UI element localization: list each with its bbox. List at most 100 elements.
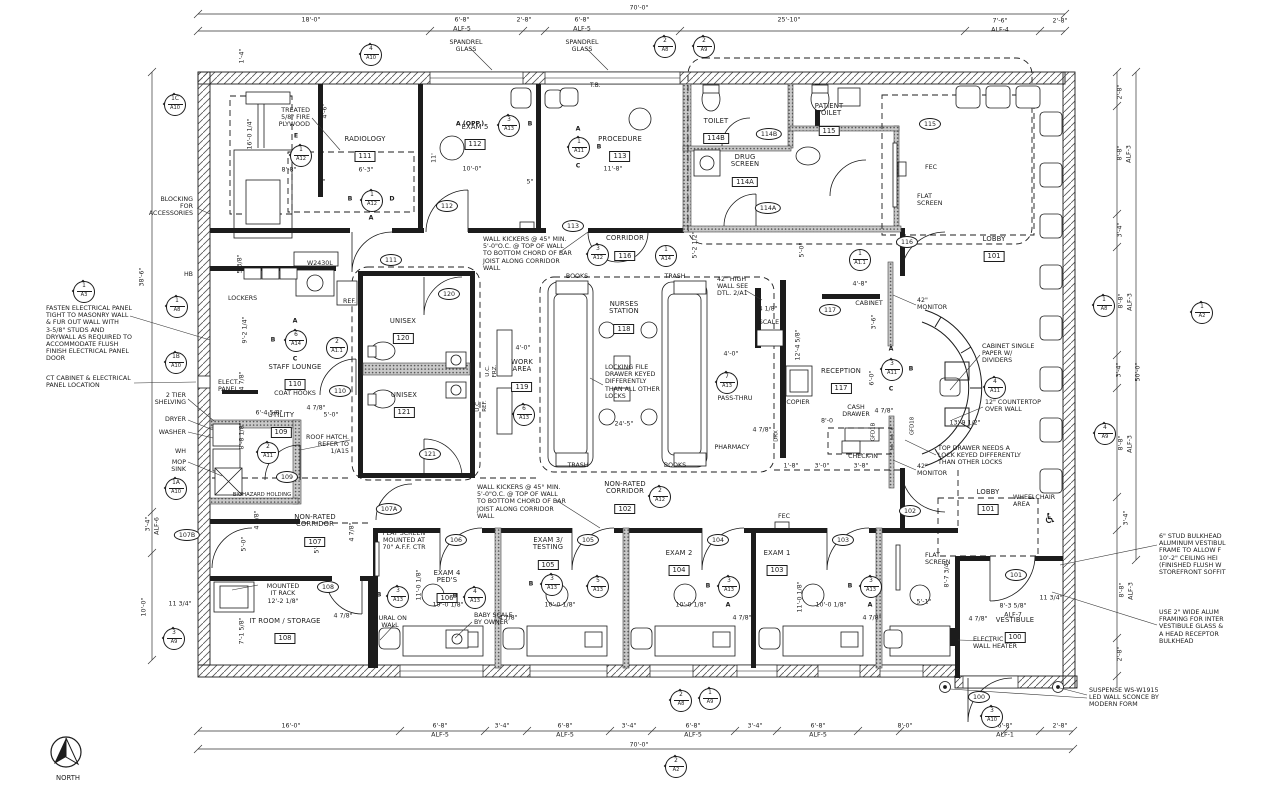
room-number: 115 (818, 125, 840, 137)
dimension-text: 6'-8" (810, 722, 826, 730)
marker-sheet: A8 (677, 700, 685, 707)
annotation-line: LOCKERS (228, 295, 258, 302)
annotation-line: ACCOMMODATE FLUSH (46, 341, 119, 349)
key-letter: A (888, 345, 894, 353)
annotation-line: CT CABINET & ELECTRICAL (46, 375, 131, 382)
door-tag: 109 (275, 471, 299, 483)
marker-number: 2 (668, 758, 684, 767)
annotation-line: U.C. (484, 365, 491, 377)
dimension-lines (147, 9, 1141, 754)
door-tag: 113 (561, 220, 585, 232)
annotation-note: U.C.REF. (475, 400, 489, 412)
room-number: 102 (614, 503, 636, 515)
annotation-line: MONITOR (917, 304, 948, 312)
dimension-text: 1'-4" (238, 48, 246, 64)
room-name: CORRIDOR (605, 487, 645, 496)
dimension-text: ALF-6 (153, 517, 161, 535)
marker-number: 2 (657, 38, 673, 47)
dimension-text: 4'-8" (852, 280, 868, 288)
room-number: 100 (1004, 632, 1026, 643)
room-name: CORRIDOR (605, 234, 645, 243)
leader-lines (129, 47, 1158, 699)
dimension-text: 8'-0" (897, 722, 913, 730)
marker-sheet: A9 (706, 698, 714, 705)
annotation-line: PHARMACY (714, 444, 750, 451)
room-number: 112 (464, 139, 486, 150)
dimension-text: ALF-5 (684, 731, 702, 739)
annotation-note: WH (175, 448, 186, 455)
dimension-text: ALF-5 (431, 731, 449, 739)
annotation-line: GFD1B (870, 422, 877, 442)
dimension-text: 5'-0" (798, 242, 806, 258)
dimension-text: 24'-5" (614, 420, 634, 428)
marker-number: 1 (852, 251, 868, 260)
annotation-line: FLAT (917, 193, 932, 200)
annotation-line: WALL (381, 622, 399, 630)
annotation-note: BIOHAZARD HOLDING (233, 492, 291, 499)
room-name: EXAM 1 (763, 549, 791, 557)
marker-number: 1 (364, 192, 380, 201)
dimension-text: ALF-5 (809, 731, 827, 739)
dimension-text: 6'-3" (358, 166, 374, 174)
room-name: RADIOLOGY (344, 135, 386, 143)
annotation-line: BABY SCALE (474, 612, 513, 619)
dimension-text: 3'-4" (494, 722, 510, 730)
marker-number: 7 (719, 374, 735, 383)
marker-sheet: A13 (547, 584, 557, 591)
dimension-text: 7'-1 5/8" (238, 617, 246, 645)
annotation-note: LOCKERS (228, 295, 257, 302)
annotation-line: COAT HOOKS (274, 390, 316, 397)
annotation-note: DRYER (165, 416, 186, 423)
annotation-line: DRYER (164, 416, 186, 423)
marker-sheet: A12 (593, 254, 603, 261)
dimension-text: ALF-3 (1126, 293, 1134, 311)
annotation-line: CASH (847, 404, 865, 411)
annotation-line: FINISH ELECTRICAL PANEL (46, 348, 129, 356)
dimension-text: 6'-8" (574, 16, 590, 24)
dimension-text: 4 7/8" (874, 407, 894, 415)
annotation-line: MONITOR (917, 470, 948, 478)
dimension-text: 5'-0" (240, 536, 248, 552)
annotation-line: JOIST ALONG CORRIDOR (483, 257, 560, 265)
annotation-note: CHECK-IN (848, 453, 878, 460)
marker-number: 2 (696, 38, 712, 47)
annotation-note: W2430L (307, 260, 333, 267)
dimension-text: 3'-4" (747, 722, 763, 730)
dimension-text: 6'-8" (685, 722, 701, 730)
annotation-line: HB (183, 271, 193, 278)
annotation-line: USE 2" WIDE ALUM (1159, 609, 1219, 616)
room-number: 106 (436, 592, 458, 604)
room-name: UTILITY (267, 411, 295, 419)
annotation-line: WHEELCHAIR (1013, 494, 1056, 501)
marker-sheet: A10 (170, 104, 180, 111)
dimension-text: 3'-6" (870, 314, 878, 330)
room-number: 114A (732, 176, 758, 188)
marker-number: 1 (293, 147, 309, 156)
dimension-text: 16'-0 1/4" (246, 118, 254, 150)
marker-sheet: A13 (393, 596, 403, 603)
annotation-line: SCREEN (917, 200, 943, 208)
annotation-line: 70" A.F.F. CTR (382, 544, 426, 552)
annotation-line: 42" HIGH (717, 276, 747, 283)
marker-number: 1 (702, 690, 718, 699)
annotation-line: STOREFRONT SOFFIT (1159, 569, 1226, 577)
marker-sheet: A10 (366, 54, 376, 61)
annotation-line: SINK (171, 466, 186, 474)
annotation-line: TO BOTTOM CHORD OF BAR (483, 250, 572, 258)
dimension-text: ALF-3 (1126, 435, 1134, 453)
dimension-text: 8'-0 (820, 417, 834, 425)
